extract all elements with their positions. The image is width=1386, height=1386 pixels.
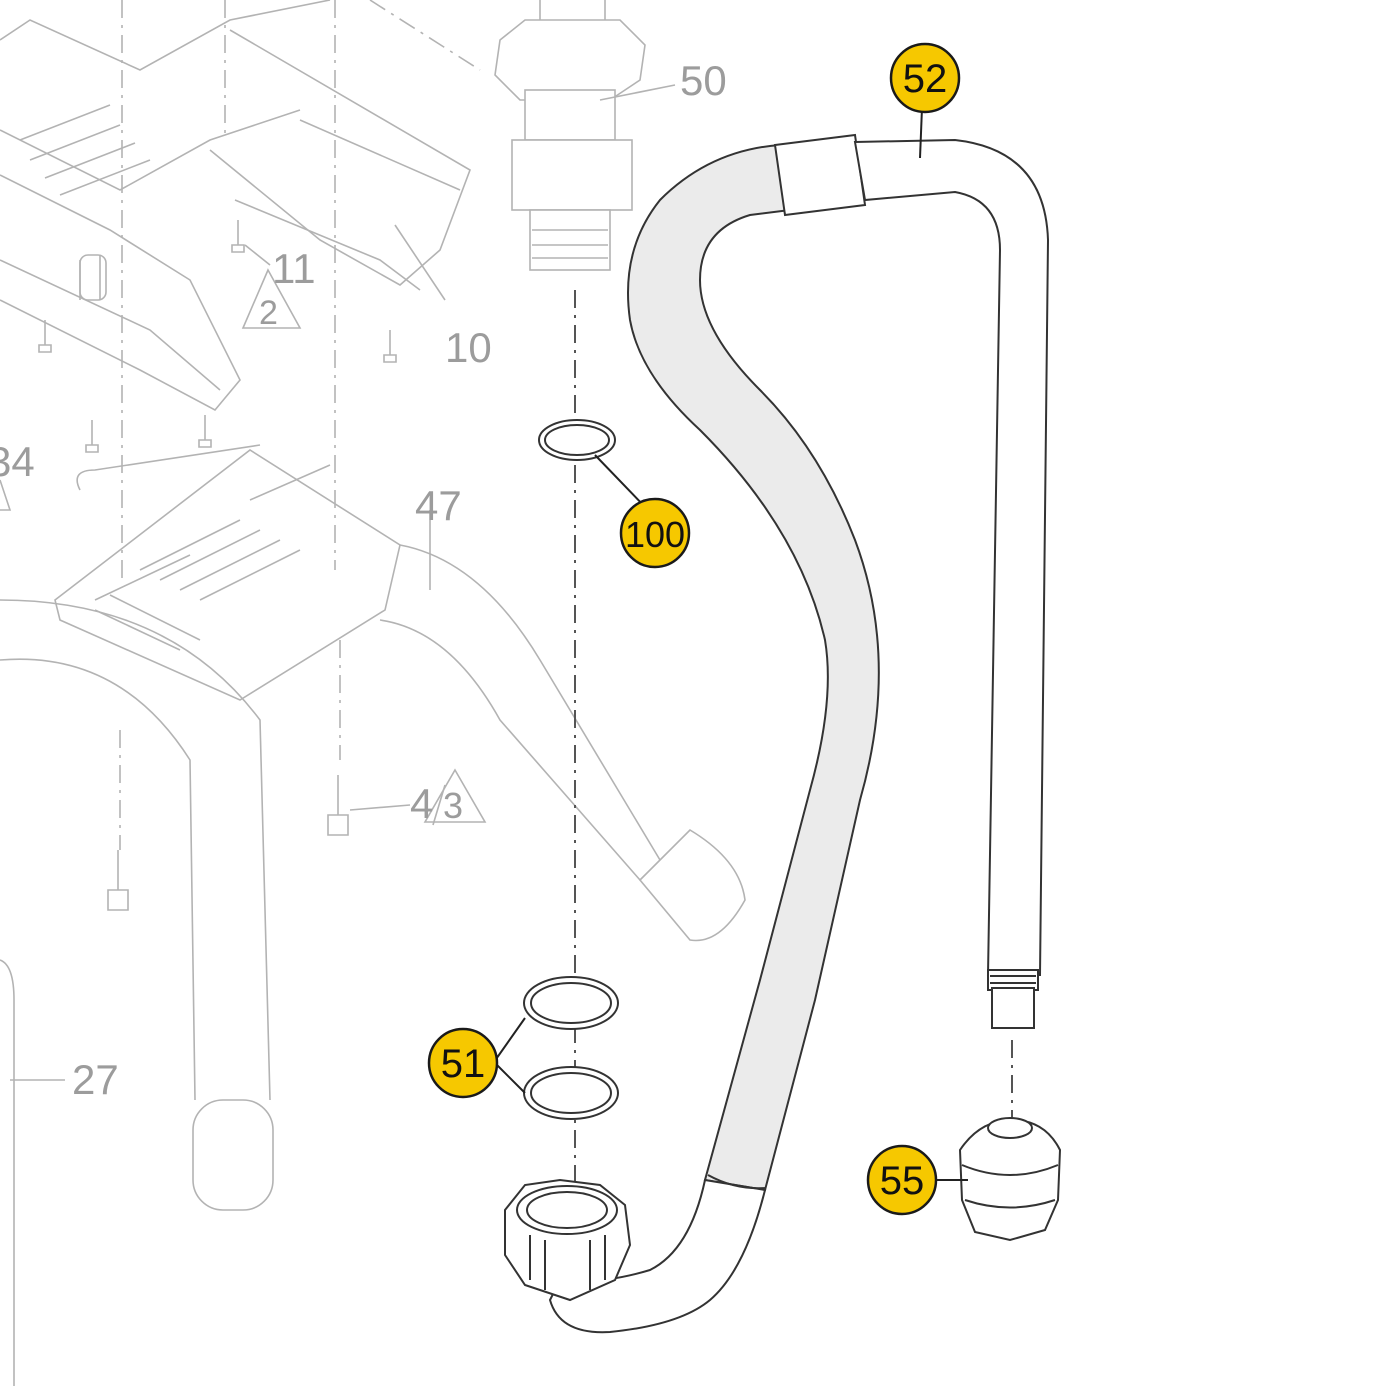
label-4: 4 bbox=[410, 780, 433, 827]
callout-51-number: 51 bbox=[441, 1042, 486, 1086]
callout-55: 55 bbox=[866, 1144, 938, 1216]
leader-52 bbox=[919, 107, 923, 159]
callout-55-number: 55 bbox=[880, 1159, 925, 1203]
label-34: 34 bbox=[0, 438, 35, 485]
label-47: 47 bbox=[415, 482, 462, 529]
o-rings-51 bbox=[523, 976, 619, 1120]
label-3: 3 bbox=[443, 785, 463, 826]
warning-triangle-icon bbox=[241, 268, 302, 329]
label-2: 2 bbox=[259, 294, 278, 332]
label-10: 10 bbox=[445, 324, 492, 371]
label-27: 27 bbox=[72, 1056, 119, 1103]
callout-100-number: 100 bbox=[625, 514, 685, 555]
background-assembly bbox=[0, 0, 746, 1386]
label-50: 50 bbox=[680, 57, 727, 104]
callout-100: 100 bbox=[619, 497, 691, 569]
inlet-nut bbox=[504, 1178, 632, 1302]
leader-100 bbox=[594, 454, 649, 511]
callout-52: 52 bbox=[889, 42, 961, 114]
callout-52-number: 52 bbox=[903, 57, 948, 101]
strainer-55 bbox=[958, 1117, 1062, 1242]
label-11: 11 bbox=[272, 245, 316, 292]
screw-icon bbox=[38, 220, 397, 453]
warning-triangle-icon bbox=[423, 768, 487, 823]
callout-51: 51 bbox=[427, 1027, 499, 1099]
leader-51 bbox=[493, 1017, 526, 1094]
o-ring-100 bbox=[538, 419, 616, 461]
suction-hose-52 bbox=[548, 133, 1050, 1334]
